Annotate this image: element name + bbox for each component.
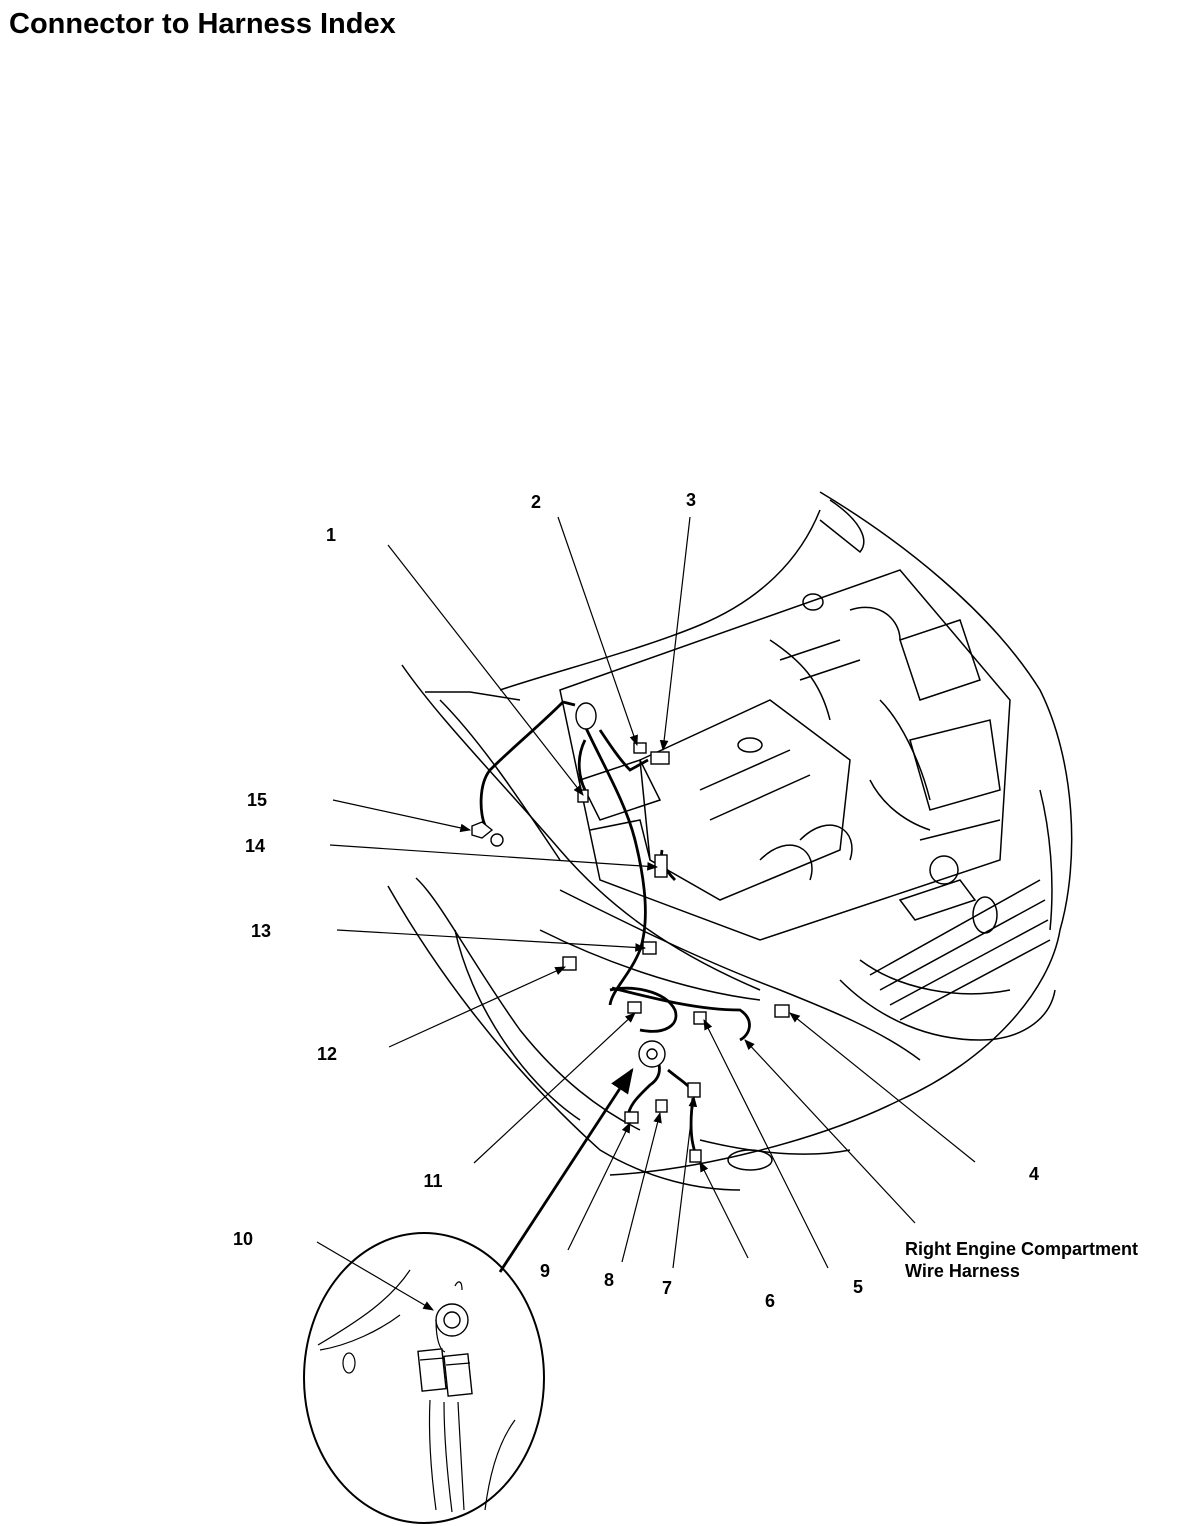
connector-5 — [693, 1011, 707, 1025]
callout-11: 11 — [423, 1171, 442, 1191]
vehicle-outline — [387, 491, 1073, 1191]
harness-label-line1: Right Engine Compartment — [905, 1239, 1138, 1259]
connector-14 — [654, 854, 668, 878]
callout-13: 13 — [251, 921, 271, 941]
connector-1 — [577, 789, 589, 803]
callout-1: 1 — [326, 525, 336, 545]
connector-8 — [655, 1099, 668, 1113]
connector-6 — [689, 1149, 702, 1163]
detail-inset — [303, 1232, 545, 1524]
connector-9 — [624, 1111, 639, 1124]
callout-14: 14 — [245, 836, 265, 856]
connector-11 — [627, 1001, 642, 1014]
callout-2: 2 — [531, 492, 541, 512]
callout-3: 3 — [686, 490, 696, 510]
harness-routing — [479, 700, 751, 1156]
connector-3 — [650, 751, 670, 765]
callout-7: 7 — [662, 1278, 672, 1298]
connector-4 — [774, 1004, 790, 1018]
harness-label-line2: Wire Harness — [905, 1261, 1020, 1281]
callout-15: 15 — [247, 790, 267, 810]
leader-lines — [316, 516, 976, 1311]
grommet-top — [575, 702, 597, 730]
connector-7 — [687, 1082, 701, 1098]
callout-labels: 1 2 3 4 5 6 7 8 9 10 11 12 13 14 15 Righ… — [233, 490, 1138, 1311]
engine-block — [559, 569, 1011, 941]
connector-12 — [562, 956, 577, 971]
callout-6: 6 — [765, 1291, 775, 1311]
callout-5: 5 — [853, 1277, 863, 1297]
callout-8: 8 — [604, 1270, 614, 1290]
callout-12: 12 — [317, 1044, 337, 1064]
page-title: Connector to Harness Index — [9, 8, 396, 40]
callout-9: 9 — [540, 1261, 550, 1281]
connector-2 — [633, 742, 647, 754]
callout-4: 4 — [1029, 1164, 1039, 1184]
callout-10: 10 — [233, 1229, 253, 1249]
connectors — [471, 702, 790, 1163]
connector-15 — [471, 821, 494, 839]
